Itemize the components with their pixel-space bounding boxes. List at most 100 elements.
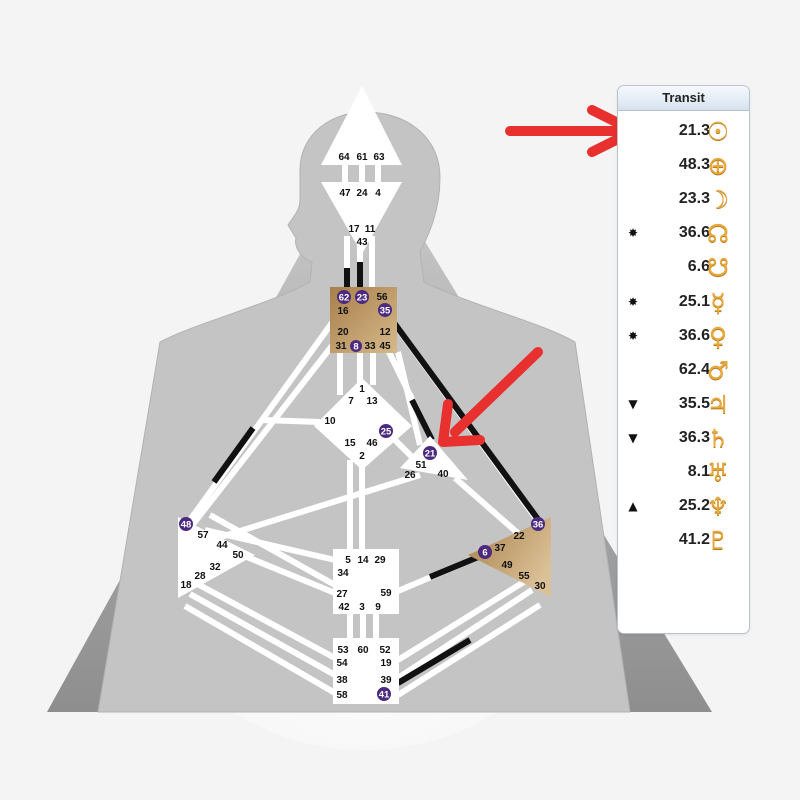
svg-text:30: 30 [534,581,546,592]
svg-text:53: 53 [337,645,349,656]
head-center [321,86,402,165]
svg-text:38: 38 [336,675,348,686]
svg-text:16: 16 [337,306,349,317]
transit-row: 23.3☽ [618,184,749,218]
gate-labels: 64 61 63 47 24 4 17 11 43 62 23 56 16 35… [179,152,546,701]
transit-row: ✸36.6☊ [618,218,749,252]
row-value: 25.1 [678,292,710,310]
earth-icon: ⊕ [707,151,729,181]
svg-text:39: 39 [380,675,392,686]
row-marker: ✸ [627,226,639,241]
row-value: 21.3 [678,122,710,139]
svg-text:5: 5 [345,555,351,566]
svg-text:51: 51 [415,460,427,471]
svg-text:62: 62 [339,293,350,304]
svg-text:9: 9 [375,602,381,613]
arrow-to-gate-21 [438,347,543,447]
sacral-center [333,549,399,614]
svg-text:41: 41 [379,690,390,701]
svg-text:22: 22 [513,531,525,542]
svg-text:50: 50 [232,550,244,561]
transit-row: 8.1♅ [618,457,749,491]
row-value: 35.5 [678,394,710,412]
row-marker: ▼ [628,396,638,411]
svg-text:63: 63 [373,152,385,163]
saturn-icon: ♄ [706,423,730,453]
row-value: 23.3 [678,190,710,208]
south-node-icon: ☋ [706,253,730,283]
row-value: 6.6 [687,258,710,276]
svg-text:32: 32 [209,562,221,573]
svg-text:3: 3 [359,602,365,613]
row-value: 25.2 [678,497,710,515]
row-marker: ▼ [628,430,638,445]
svg-text:58: 58 [336,690,348,701]
row-value: 8.1 [687,463,710,480]
svg-text:60: 60 [357,645,369,656]
row-value: 62.4 [678,360,710,378]
svg-text:54: 54 [336,658,348,669]
svg-text:8: 8 [353,342,358,353]
svg-text:37: 37 [494,543,506,554]
svg-text:36: 36 [533,520,544,531]
svg-text:18: 18 [180,580,192,591]
svg-text:12: 12 [379,327,391,338]
row-value: 48.3 [678,156,710,174]
svg-text:40: 40 [437,469,449,480]
moon-icon: ☽ [706,185,730,215]
svg-text:24: 24 [356,188,368,199]
row-marker: ▲ [628,499,638,514]
transit-row: ▼ 35.5♃ [618,389,749,423]
svg-text:1: 1 [359,384,365,395]
svg-text:64: 64 [338,152,350,163]
svg-text:19: 19 [380,658,392,669]
svg-text:35: 35 [380,306,391,317]
spleen-center [178,517,255,598]
svg-text:45: 45 [379,341,391,352]
jupiter-icon: ♃ [706,389,730,419]
svg-text:7: 7 [348,396,354,407]
pluto-icon: ♇ [706,526,730,556]
svg-text:42: 42 [338,602,350,613]
arrow-to-sun [505,105,639,157]
svg-text:44: 44 [216,540,228,551]
svg-text:31: 31 [335,341,347,352]
svg-text:4: 4 [375,188,381,199]
transit-row: 21.3☉ [618,116,749,150]
venus-icon: ♀ [708,321,728,351]
mars-icon: ♂ [706,355,730,385]
row-value: 36.6 [678,326,710,344]
svg-text:20: 20 [337,327,349,338]
svg-text:55: 55 [518,571,530,582]
svg-text:15: 15 [344,438,356,449]
svg-text:46: 46 [366,438,378,449]
svg-text:57: 57 [197,530,209,541]
svg-text:47: 47 [339,188,351,199]
svg-text:49: 49 [501,560,513,571]
svg-text:28: 28 [194,571,206,582]
svg-text:10: 10 [324,416,336,427]
transit-row: ✸25.1☿ [618,287,749,321]
solar-plexus-center [468,517,551,597]
svg-text:61: 61 [356,152,368,163]
north-node-icon: ☊ [706,219,730,249]
row-value: 41.2 [678,531,710,549]
svg-text:2: 2 [359,451,365,462]
transit-row: 62.4♂ [618,355,749,389]
svg-text:17: 17 [348,224,360,235]
transit-row: ✸ 36.6♀ [618,321,749,355]
svg-text:34: 34 [337,568,349,579]
svg-text:23: 23 [357,293,368,304]
svg-text:48: 48 [181,520,192,531]
svg-text:26: 26 [404,470,416,481]
svg-text:13: 13 [366,396,378,407]
svg-text:14: 14 [357,555,369,566]
neptune-icon: ♆ [706,492,730,522]
transit-row: ▲ 25.2♆ [618,491,749,525]
svg-text:59: 59 [380,588,392,599]
transit-row: ▼ 36.3♄ [618,423,749,457]
transit-row: 41.2♇ [618,525,749,559]
row-value: 36.3 [678,428,710,446]
row-marker: ✸ [627,328,639,343]
